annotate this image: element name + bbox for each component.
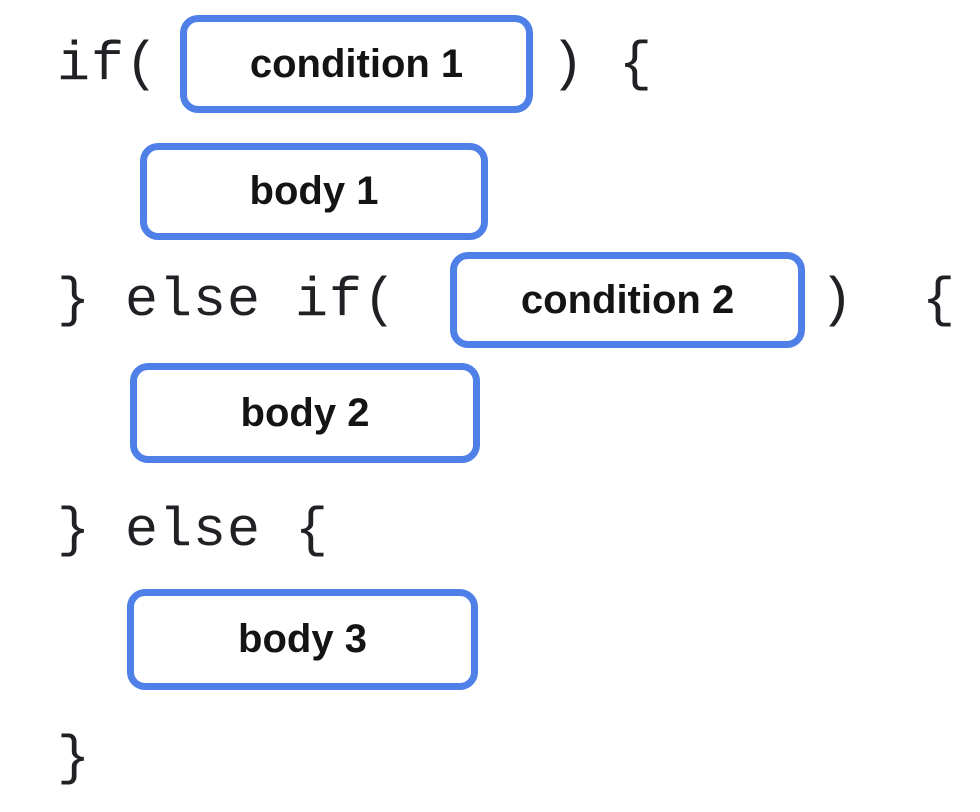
body2-label: body 2 [240, 390, 370, 435]
condition1-placeholder-box: condition 1 [180, 15, 534, 113]
body1-placeholder-box: body 1 [140, 143, 488, 240]
code-line-if: if( condition 1 ) { [57, 15, 653, 113]
condition2-label: condition 2 [520, 277, 735, 322]
code-line-else: } else { [57, 499, 330, 562]
body3-placeholder-box: body 3 [127, 589, 478, 690]
body3-label: body 3 [238, 617, 367, 661]
condition2-placeholder-box: condition 2 [450, 252, 806, 348]
condition1-label: condition 1 [249, 41, 464, 86]
code-text-if-open: if( [57, 32, 160, 96]
code-text-if-close: ) { [551, 32, 654, 96]
body2-placeholder-box: body 2 [130, 363, 480, 463]
body1-label: body 1 [249, 169, 379, 213]
code-text-else-if-close: ) { [820, 268, 957, 332]
code-line-else-if: } else if( condition 2 ) { [57, 252, 956, 348]
code-text-else-if-open: } else if( [57, 268, 398, 332]
code-line-closing-brace: } [57, 727, 92, 790]
